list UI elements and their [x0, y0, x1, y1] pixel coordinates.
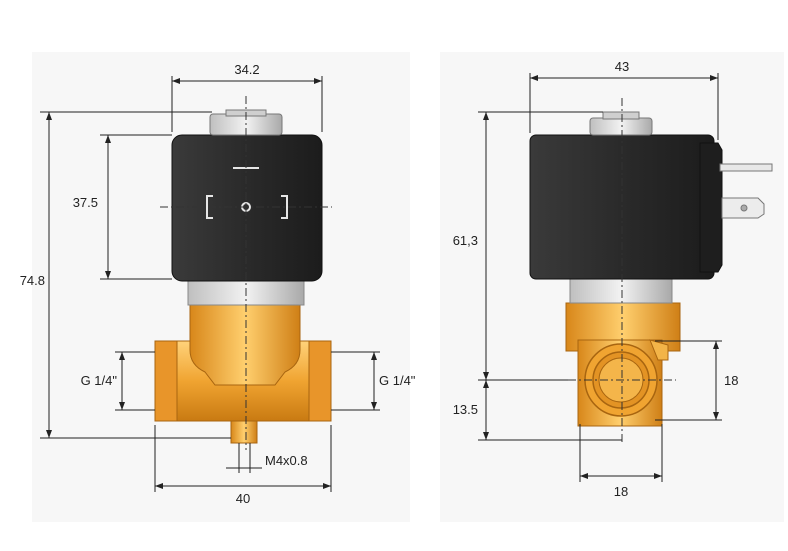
dim-side-port-height: 18	[724, 373, 738, 388]
side-terminal-upper	[719, 163, 773, 172]
side-top-nut	[589, 117, 653, 136]
dim-side-port-width: 18	[614, 484, 628, 499]
side-steel-collar	[569, 278, 673, 304]
front-right-port-face	[308, 340, 332, 422]
dim-side-height-lower: 13.5	[453, 402, 478, 417]
front-center-boss	[189, 304, 301, 386]
side-dimension-arrows	[483, 75, 719, 479]
front-view: 34.2 37.5 74.8 G 1/4" G 1/4" M4x0.8 40	[20, 62, 416, 506]
dim-front-port-left: G 1/4"	[81, 373, 118, 388]
dim-front-total-height: 74.8	[20, 273, 45, 288]
side-dimension-lines	[478, 73, 722, 482]
side-center-lines	[568, 98, 676, 445]
side-connector	[699, 142, 723, 273]
side-view: 43 61,3 13.5 18 18	[453, 59, 773, 499]
front-dimension-arrows	[46, 78, 377, 489]
dim-side-height-upper: 61,3	[453, 233, 478, 248]
dim-front-thread: M4x0.8	[265, 453, 308, 468]
front-coil	[171, 134, 323, 282]
front-left-port-face	[154, 340, 178, 422]
front-center-lines	[160, 96, 332, 450]
front-bottom-stem	[230, 420, 258, 444]
dim-front-port-right: G 1/4"	[379, 373, 416, 388]
front-dimension-lines	[40, 76, 380, 492]
dim-front-width-top: 34.2	[234, 62, 259, 77]
dim-side-width-top: 43	[615, 59, 629, 74]
dim-front-body-width: 40	[236, 491, 250, 506]
dim-front-coil-height: 37.5	[73, 195, 98, 210]
